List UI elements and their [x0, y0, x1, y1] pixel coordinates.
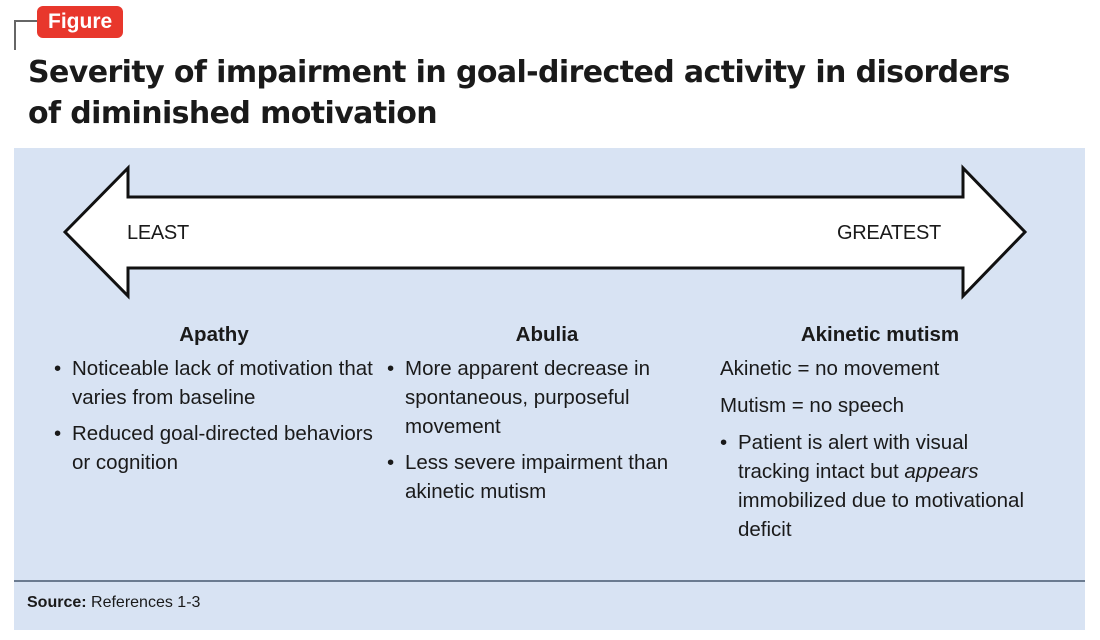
double-headed-arrow-icon — [62, 164, 1028, 300]
column-heading: Apathy — [179, 323, 249, 346]
definition-line: Mutism = no speech — [720, 394, 905, 417]
figure-bracket — [14, 20, 42, 50]
figure-badge: Figure — [37, 6, 124, 38]
bullet-item: Reduced goal-directed behaviors or cogni… — [54, 419, 374, 477]
arrow-right-label: GREATEST — [837, 222, 941, 244]
bullet-item: Less severe impairment than akinetic mut… — [387, 448, 707, 506]
column-abulia: Abulia More apparent decrease in spontan… — [387, 322, 707, 513]
column-heading: Akinetic mutism — [800, 323, 960, 346]
definition-line: Akinetic = no movement — [720, 357, 940, 380]
bullet-item: Noticeable lack of motivation that varie… — [54, 354, 374, 412]
source-note: Source: References 1-3 — [27, 594, 200, 612]
source-divider — [14, 580, 1085, 582]
column-heading: Abulia — [515, 323, 579, 346]
column-apathy: Apathy Noticeable lack of motivation tha… — [54, 322, 374, 484]
source-text: References 1-3 — [91, 594, 201, 611]
figure-title: Severity of impairment in goal-directed … — [28, 55, 1010, 131]
emphasis-text: appears — [904, 460, 979, 483]
arrow-left-label: LEAST — [127, 222, 189, 244]
source-label: Source: — [27, 594, 87, 611]
column-akinetic-mutism: Akinetic mutism Akinetic = no movement M… — [720, 322, 1040, 551]
figure-panel: LEAST GREATEST Apathy Noticeable lack of… — [14, 148, 1085, 630]
bullet-item: Patient is alert with visual tracking in… — [720, 428, 1040, 544]
bullet-item: More apparent decrease in spontaneous, p… — [387, 354, 707, 441]
